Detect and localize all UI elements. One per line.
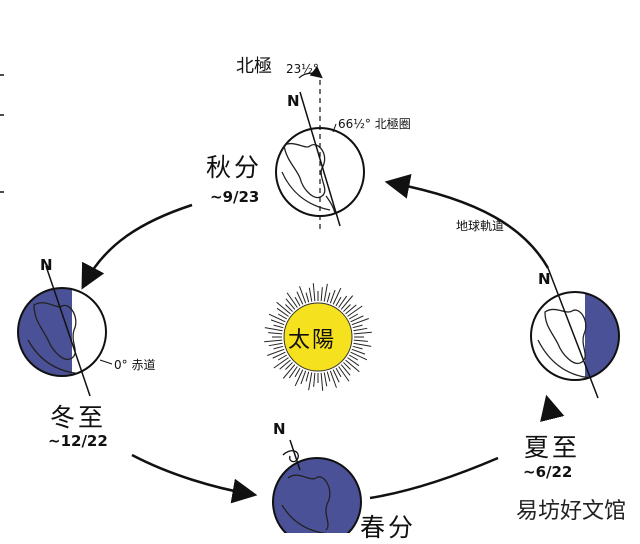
sun-ray xyxy=(276,307,289,317)
north-marker-autumn: N xyxy=(287,92,300,110)
sun-ray xyxy=(286,292,298,308)
sun-ray xyxy=(323,372,328,387)
sun-ray xyxy=(273,345,284,350)
season-winter-name: 冬至 xyxy=(50,403,107,432)
globe-winter xyxy=(17,265,113,397)
orbit-arrow-summer-up xyxy=(540,394,565,423)
season-autumn-name: 秋分 xyxy=(206,153,263,182)
sun-ray xyxy=(338,366,350,382)
sun-ray xyxy=(332,287,342,305)
sun-ray xyxy=(347,357,360,367)
sun-ray xyxy=(313,372,316,387)
sun-ray xyxy=(285,298,296,310)
diagram-stage: 太陽 北極 23½° N 66½° 北極圈 秋分 ~9/23 地球軌道 N 0°… xyxy=(0,56,632,542)
sun-ray xyxy=(288,366,298,379)
sun-ray xyxy=(320,287,323,302)
sun-ray xyxy=(343,304,351,312)
sun-ray xyxy=(282,364,296,379)
sun-ray xyxy=(340,295,354,310)
sun-ray xyxy=(305,292,310,303)
sun-ray xyxy=(267,348,285,356)
sun-ray xyxy=(335,296,342,307)
orbit-label: 地球軌道 xyxy=(456,219,505,233)
orbit-arrow-autumn-winter xyxy=(81,203,193,290)
north-marker-winter: N xyxy=(40,256,53,274)
sun-ray xyxy=(273,324,284,329)
sun-ray xyxy=(294,369,304,387)
sun-ray xyxy=(268,313,286,323)
sun-ray xyxy=(338,295,348,308)
sun-ray xyxy=(276,301,291,315)
sun-ray xyxy=(326,371,331,382)
orbit-arrow-summer-autumn xyxy=(384,174,550,269)
axial-tilt-label: 23½° xyxy=(286,62,319,76)
sun-ray xyxy=(264,327,283,332)
sun-ray xyxy=(320,372,324,391)
sun-ray xyxy=(285,362,293,370)
sun-ray xyxy=(340,364,351,376)
sun-ray xyxy=(308,287,313,302)
sun-ray xyxy=(343,362,351,370)
sun-ray xyxy=(296,291,304,305)
sun-ray xyxy=(351,318,369,326)
equator-label: 0° 赤道 xyxy=(114,358,156,372)
sun-ray xyxy=(294,367,301,378)
sun-ray xyxy=(300,370,307,385)
orbit-diagram xyxy=(0,66,620,533)
orbit-arrow-winter-spring xyxy=(131,453,258,504)
sun-ray xyxy=(270,319,285,326)
sun-ray xyxy=(345,304,357,315)
sun-label: 太陽 xyxy=(288,328,337,353)
orbit-arrow-spring-summer xyxy=(369,456,499,500)
globe-autumn xyxy=(275,66,365,230)
sun-ray xyxy=(323,283,328,302)
sun-ray xyxy=(335,367,342,378)
sun-ray xyxy=(285,304,293,312)
sun-ray xyxy=(351,348,366,355)
sun-ray xyxy=(268,342,283,347)
sun-ray xyxy=(268,332,283,335)
north-marker-spring: N xyxy=(273,420,286,438)
season-winter-date: ~12/22 xyxy=(48,432,108,450)
season-summer-date: ~6/22 xyxy=(523,463,573,481)
season-spring-name: 春分 xyxy=(360,513,417,542)
sun-ray xyxy=(348,354,359,361)
sun-ray xyxy=(308,372,313,391)
sun-ray xyxy=(353,331,372,335)
sun-ray xyxy=(353,342,372,347)
sun-ray xyxy=(353,327,368,332)
sun-ray xyxy=(277,313,288,320)
sun xyxy=(264,283,372,391)
sun-ray xyxy=(277,354,288,361)
season-summer-name: 夏至 xyxy=(524,433,581,462)
sun-ray xyxy=(332,369,340,383)
sun-ray xyxy=(352,324,363,329)
watermark: 易坊好文馆 xyxy=(509,491,632,527)
north-marker-summer: N xyxy=(538,270,551,288)
sun-ray xyxy=(294,296,301,307)
sun-ray xyxy=(348,313,359,320)
globe-spring xyxy=(272,439,362,533)
north-pole-label: 北極 xyxy=(236,56,272,77)
sun-ray xyxy=(345,359,360,373)
sun-ray xyxy=(299,286,307,304)
sun-ray xyxy=(350,351,368,361)
sun-ray xyxy=(273,357,289,369)
sun-ray xyxy=(329,289,336,304)
sun-ray xyxy=(350,315,364,323)
sun-ray xyxy=(347,305,363,317)
sun-ray xyxy=(353,339,368,342)
season-autumn-date: ~9/23 xyxy=(210,188,260,206)
sun-ray xyxy=(326,292,331,303)
sun-ray xyxy=(272,351,286,359)
sun-ray xyxy=(305,371,310,382)
arctic-circle-label: 66½° 北極圈 xyxy=(338,117,411,131)
sun-ray xyxy=(264,339,283,343)
sun-ray xyxy=(329,370,337,388)
sun-ray xyxy=(352,345,363,350)
sun-ray xyxy=(312,283,316,302)
sun-ray xyxy=(279,359,291,370)
